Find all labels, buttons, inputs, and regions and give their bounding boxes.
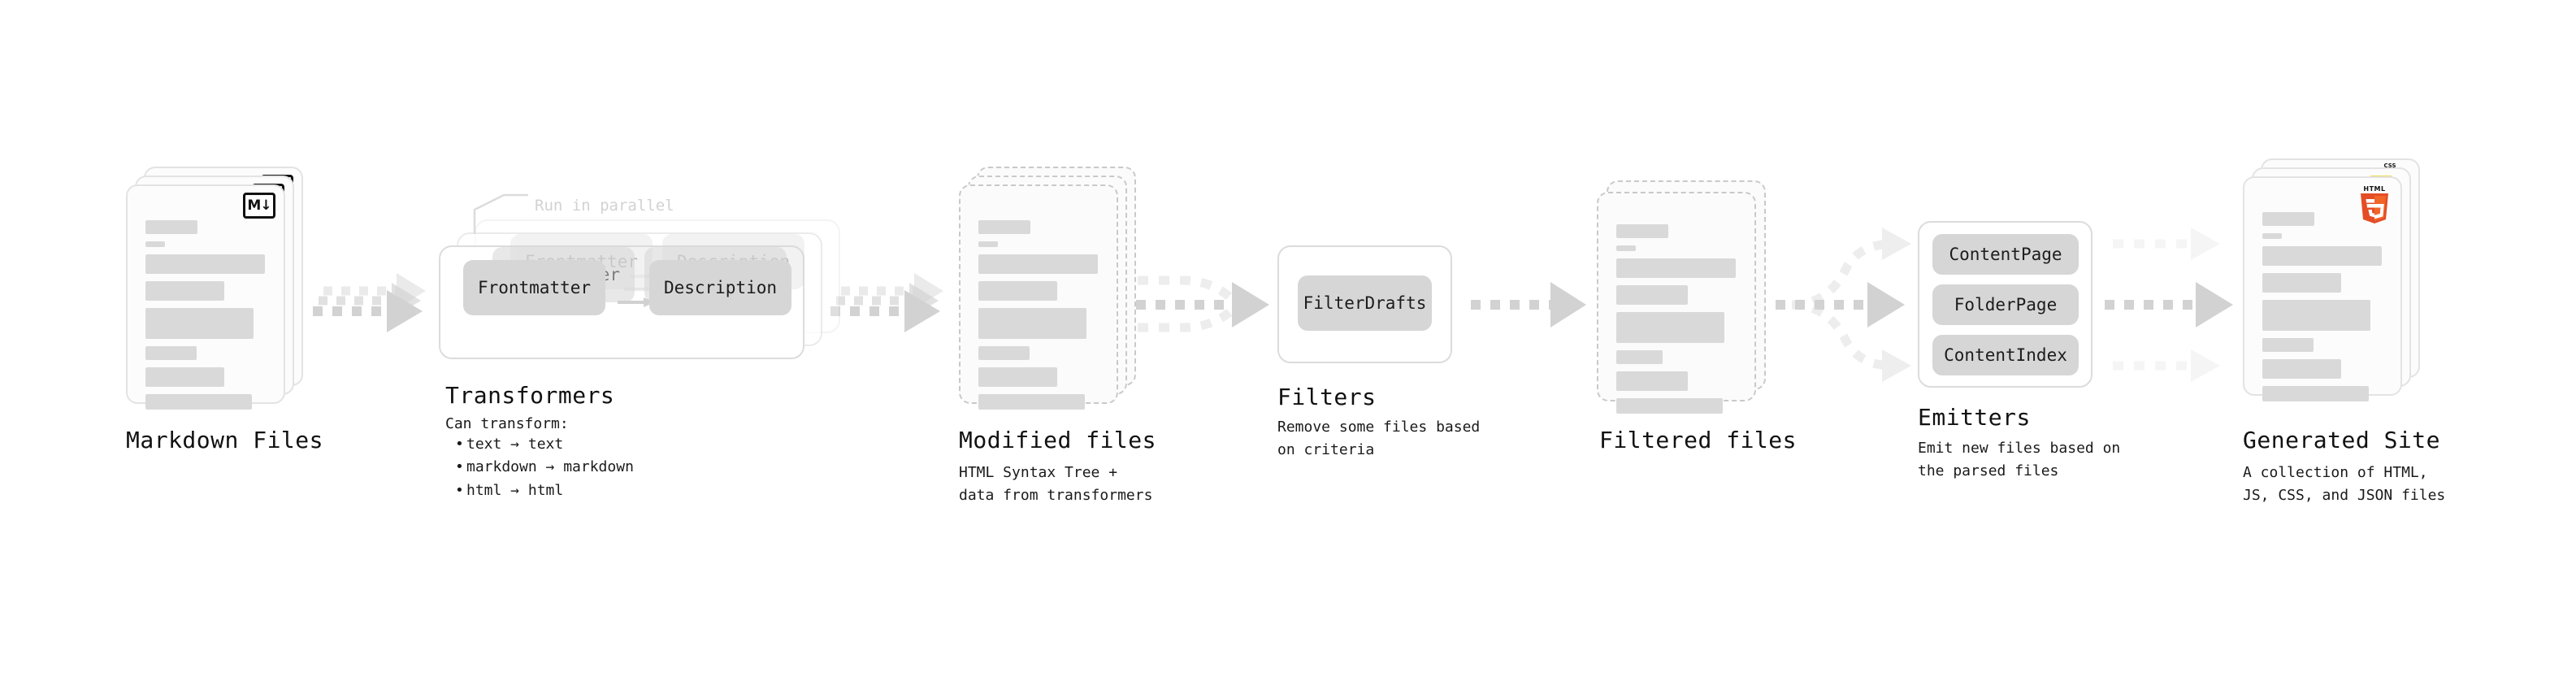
skeleton-bar bbox=[978, 308, 1086, 339]
skeleton-bar bbox=[1616, 350, 1663, 364]
transformer-chip-description[interactable]: Description bbox=[649, 260, 791, 315]
skeleton-bar bbox=[978, 367, 1057, 387]
filtered-card-skeleton bbox=[1598, 193, 1754, 414]
skeleton-bar bbox=[1616, 224, 1668, 238]
emitter-chip-contentindex[interactable]: ContentIndex bbox=[1932, 335, 2079, 375]
transformers-title: Transformers bbox=[445, 382, 615, 409]
modified-files-description: HTML Syntax Tree + data from transformer… bbox=[959, 464, 1153, 504]
arrow-filters-to-filtered bbox=[1471, 282, 1586, 327]
stage-filters: FilterDrafts bbox=[1277, 245, 1452, 363]
skeleton-bar bbox=[145, 281, 224, 301]
skeleton-bar bbox=[1616, 285, 1688, 305]
generated-card-front-html: HTML bbox=[2243, 176, 2402, 401]
skeleton-bar bbox=[145, 254, 265, 274]
arrow-transformers-to-modified bbox=[830, 273, 943, 332]
transformers-description: Can transform: bbox=[445, 415, 569, 432]
skeleton-bar bbox=[1616, 312, 1724, 343]
generated-site-title: Generated Site bbox=[2243, 427, 2441, 453]
skeleton-bar bbox=[145, 394, 252, 410]
arrow-emitters-to-site bbox=[2105, 228, 2233, 382]
markdown-badge-front: M↓ bbox=[243, 193, 275, 219]
skeleton-bar bbox=[1616, 371, 1688, 391]
html5-icon: HTML bbox=[2360, 185, 2389, 223]
emitters-description: Emit new files based on the parsed files bbox=[1918, 440, 2121, 479]
modified-files-title: Modified files bbox=[959, 427, 1157, 453]
skeleton-bar bbox=[2262, 386, 2369, 401]
skeleton-bar bbox=[978, 394, 1085, 410]
stage-generated-site: HTML bbox=[2243, 158, 2438, 419]
markdown-card-skeleton bbox=[128, 186, 284, 410]
modified-card-front bbox=[959, 184, 1118, 410]
filtered-files-title: Filtered files bbox=[1599, 427, 1798, 453]
emitters-title: Emitters bbox=[1918, 404, 2031, 431]
skeleton-bar bbox=[978, 346, 1030, 360]
skeleton-bar bbox=[978, 254, 1098, 274]
stage-filtered-files bbox=[1597, 180, 1784, 424]
skeleton-bar bbox=[978, 241, 998, 247]
filtered-card-front bbox=[1597, 192, 1756, 414]
skeleton-bar bbox=[2262, 233, 2282, 239]
arrow-modified-to-filters bbox=[1136, 275, 1269, 332]
skeleton-bar bbox=[1616, 398, 1723, 414]
skeleton-bar bbox=[978, 220, 1030, 234]
stage-modified-files bbox=[959, 167, 1146, 419]
skeleton-bar bbox=[145, 308, 254, 339]
markdown-files-title: Markdown Files bbox=[126, 427, 324, 453]
transformer-chip-frontmatter[interactable]: Frontmatter bbox=[463, 260, 605, 315]
skeleton-bar bbox=[978, 281, 1057, 301]
skeleton-bar bbox=[2262, 273, 2341, 293]
modified-card-skeleton bbox=[961, 186, 1117, 410]
html5-wordmark: HTML bbox=[2363, 185, 2386, 193]
skeleton-bar bbox=[145, 367, 224, 387]
generated-card-skeleton bbox=[2244, 178, 2400, 401]
skeleton-bar bbox=[2262, 300, 2370, 331]
skeleton-bar bbox=[2262, 359, 2341, 379]
filter-chip-filterdrafts[interactable]: FilterDrafts bbox=[1298, 275, 1432, 331]
generated-site-description: A collection of HTML, JS, CSS, and JSON … bbox=[2243, 464, 2446, 504]
list-item: text → text bbox=[453, 433, 634, 457]
skeleton-bar bbox=[2262, 338, 2314, 352]
skeleton-bar bbox=[145, 241, 165, 247]
run-in-parallel-label: Run in parallel bbox=[535, 197, 674, 215]
stage-emitters: ContentPage FolderPage ContentIndex bbox=[1918, 221, 2092, 388]
stage-markdown-files: M↓ M↓ M↓ bbox=[126, 167, 313, 419]
skeleton-bar bbox=[2262, 246, 2382, 266]
stage-transformers: Frontmatter Description Frontmatter Desc… bbox=[439, 219, 845, 366]
modified-card-stack bbox=[959, 167, 1146, 419]
filters-title: Filters bbox=[1277, 384, 1377, 410]
arrow-markdown-to-transformers bbox=[313, 273, 426, 332]
markdown-icon: M↓ bbox=[243, 193, 275, 219]
markdown-card-front: M↓ bbox=[126, 184, 285, 410]
skeleton-bar bbox=[145, 220, 197, 234]
transformers-bullet-list: text → text markdown → markdown html → h… bbox=[453, 433, 634, 503]
arrow-filtered-to-emitters bbox=[1776, 228, 1911, 382]
skeleton-bar bbox=[1616, 245, 1636, 251]
html5-badge: HTML bbox=[2360, 185, 2389, 223]
emitter-chip-folderpage[interactable]: FolderPage bbox=[1932, 284, 2079, 325]
skeleton-bar bbox=[145, 346, 197, 360]
skeleton-bar bbox=[2262, 212, 2314, 226]
filtered-card-stack bbox=[1597, 180, 1784, 424]
filters-description: Remove some files based on criteria bbox=[1277, 419, 1481, 458]
generated-card-stack: HTML bbox=[2243, 158, 2438, 419]
list-item: html → html bbox=[453, 479, 634, 503]
list-item: markdown → markdown bbox=[453, 456, 634, 479]
markdown-card-stack: M↓ M↓ M↓ bbox=[126, 167, 313, 419]
skeleton-bar bbox=[1616, 258, 1736, 278]
emitter-chip-contentpage[interactable]: ContentPage bbox=[1932, 234, 2079, 275]
